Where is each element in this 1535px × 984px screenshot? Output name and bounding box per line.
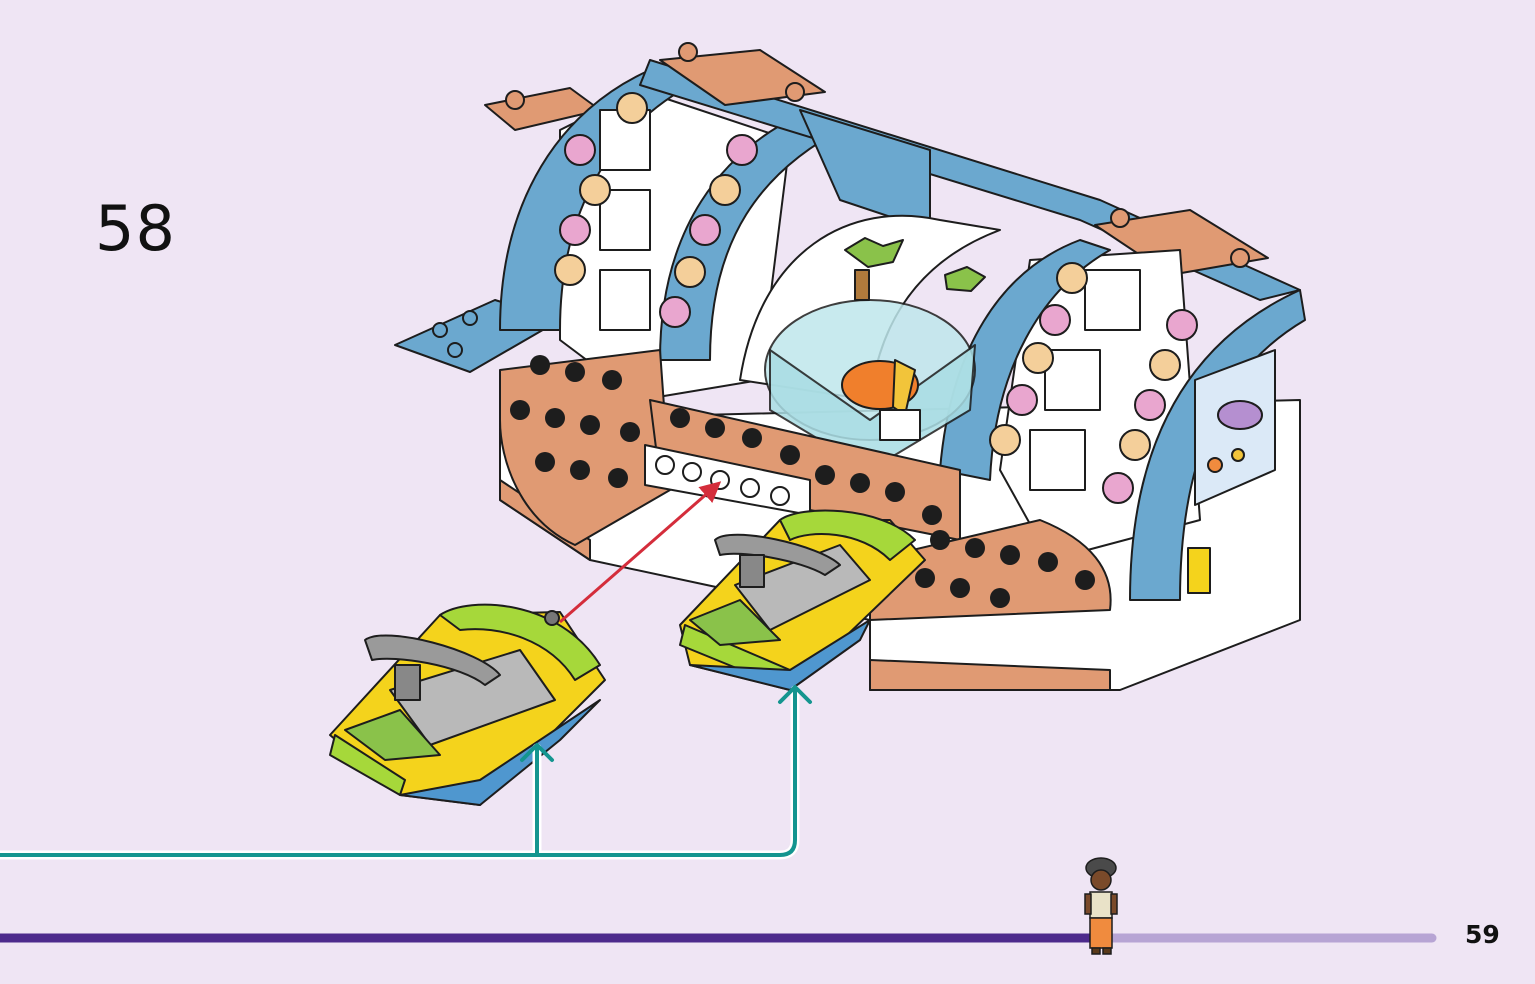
- assembly-arrow: [559, 481, 722, 624]
- minifigure-icon: [1084, 857, 1118, 955]
- dolphin-ride-model-icon: [394, 42, 1306, 691]
- callout-lines: [0, 685, 812, 860]
- jet-ski-icon: [329, 603, 606, 806]
- jet-ski-icon: [679, 509, 926, 691]
- step-number: 58: [95, 192, 176, 265]
- page-number: 59: [1465, 920, 1500, 949]
